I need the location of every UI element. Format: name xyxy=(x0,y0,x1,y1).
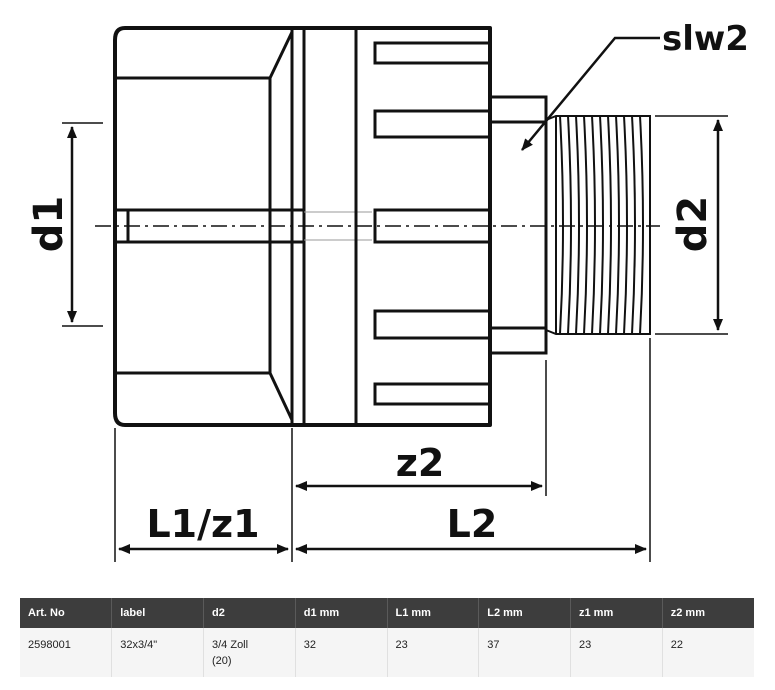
cell-z1: 23 xyxy=(570,628,663,677)
fitting-body xyxy=(113,26,492,427)
cell-l1: 23 xyxy=(387,628,480,677)
hex-section xyxy=(488,95,548,355)
spec-table: Art. No label d2 d1 mm L1 mm L2 mm z1 mm… xyxy=(20,598,754,677)
header-d2: d2 xyxy=(203,598,296,628)
dimension-arrows xyxy=(67,36,723,554)
cell-d2: 3/4 Zoll (20) xyxy=(203,628,296,677)
cell-d2-note: (20) xyxy=(212,655,232,667)
header-art-no: Art. No xyxy=(20,598,113,628)
bore-centre-light xyxy=(304,211,372,241)
table-header-row: Art. No label d2 d1 mm L1 mm L2 mm z1 mm… xyxy=(20,598,754,628)
l1z1-label: L1/z1 xyxy=(146,502,259,546)
slw2-leader xyxy=(521,36,660,151)
l2-label: L2 xyxy=(447,502,498,546)
cell-l2: 37 xyxy=(478,628,571,677)
z2-label: z2 xyxy=(396,441,445,485)
header-d1: d1 mm xyxy=(295,598,388,628)
d2-label: d2 xyxy=(670,196,716,252)
technical-drawing: slw2 d1 d2 z2 L1/z1 L2 xyxy=(26,19,749,562)
extension-lines xyxy=(62,115,728,562)
table-row: 2598001 32x3/4" 3/4 Zoll (20) 32 23 37 2… xyxy=(20,628,754,677)
header-label: label xyxy=(111,598,204,628)
male-thread xyxy=(545,115,651,335)
slw2-label: slw2 xyxy=(662,19,749,59)
header-z2: z2 mm xyxy=(662,598,754,628)
cell-art-no: 2598001 xyxy=(20,628,113,677)
cell-label: 32x3/4" xyxy=(111,628,204,677)
header-l2: L2 mm xyxy=(478,598,571,628)
cell-z2: 22 xyxy=(662,628,754,677)
cell-d1: 32 xyxy=(295,628,388,677)
header-z1: z1 mm xyxy=(570,598,663,628)
d1-label: d1 xyxy=(26,196,72,252)
header-l1: L1 mm xyxy=(387,598,480,628)
cell-d2-main: 3/4 Zoll xyxy=(212,639,249,651)
